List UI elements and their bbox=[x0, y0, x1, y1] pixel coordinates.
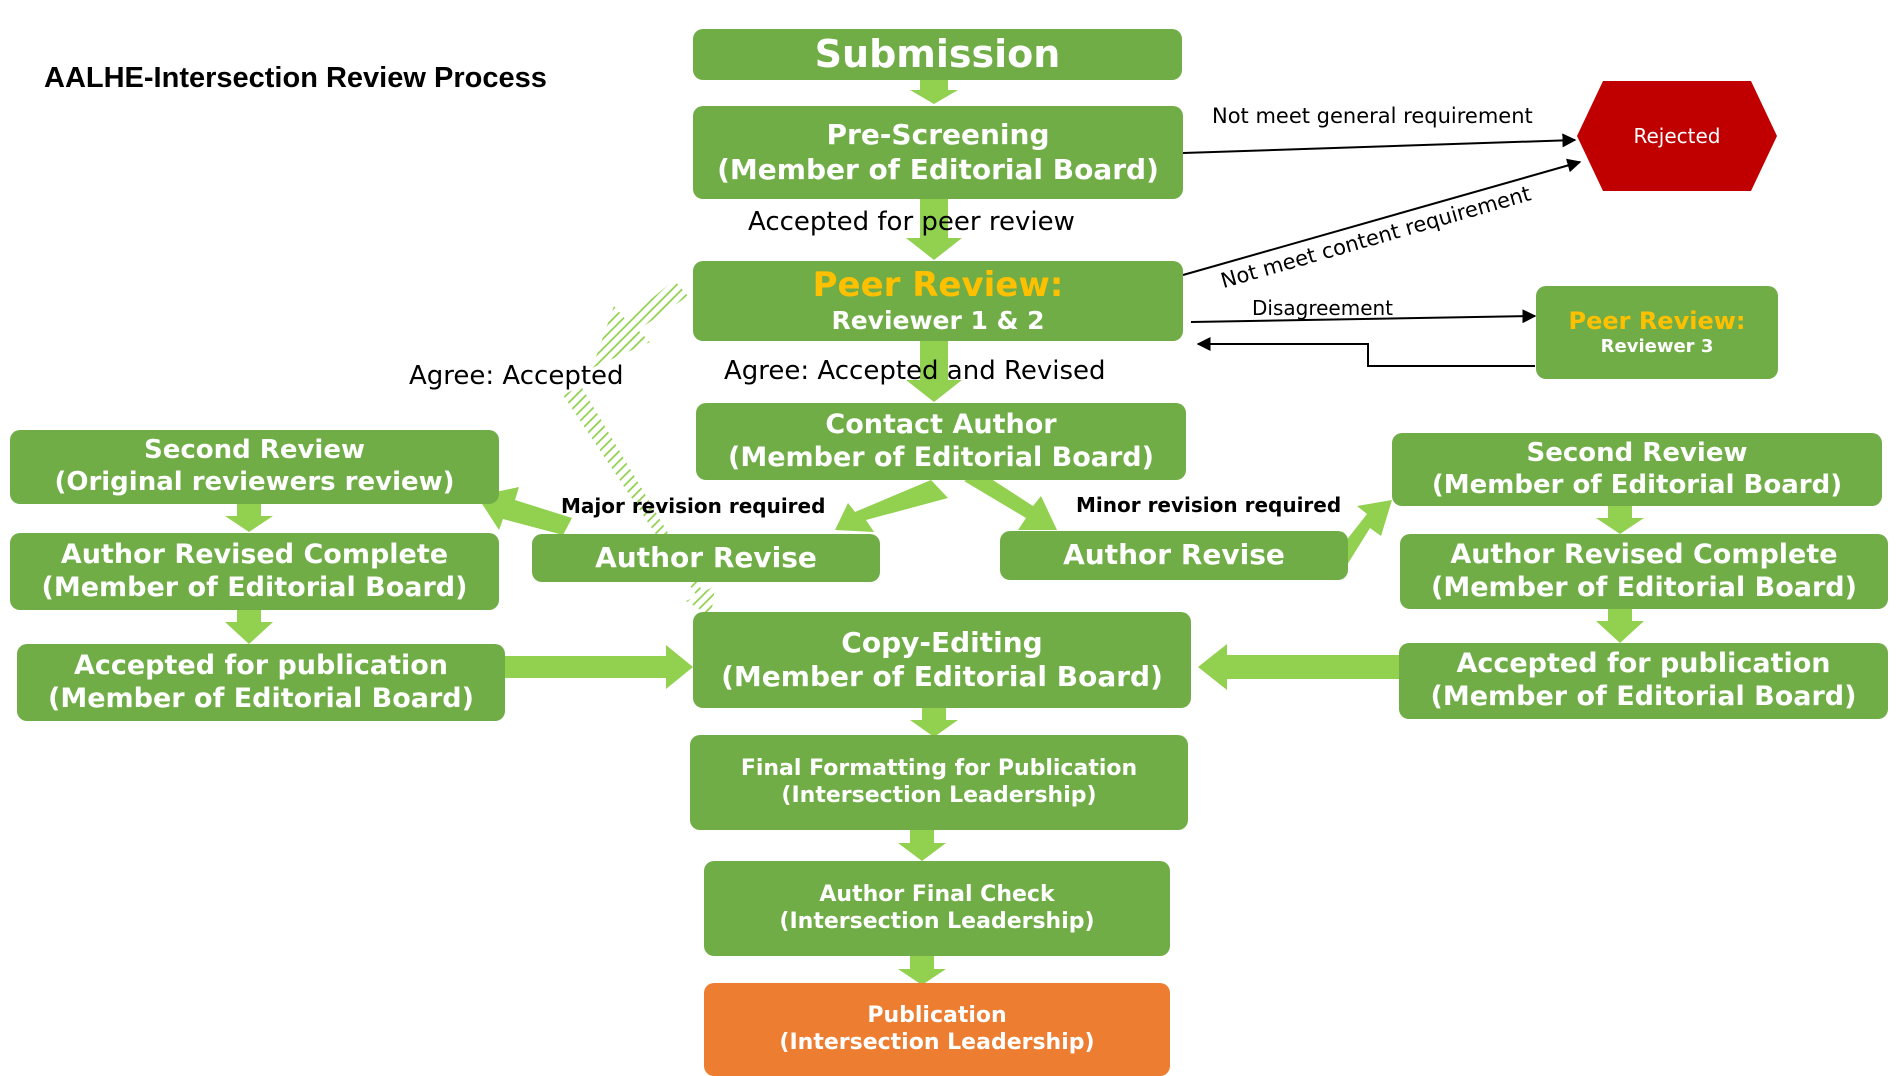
author-final-check-role: (Intersection Leadership) bbox=[779, 908, 1095, 934]
label-minor-revision: Minor revision required bbox=[1076, 493, 1342, 517]
peer-review-3-reviewer: Reviewer 3 bbox=[1600, 336, 1714, 358]
revised-complete-right-role: (Member of Editorial Board) bbox=[1431, 571, 1857, 603]
copy-editing-role: (Member of Editorial Board) bbox=[721, 660, 1163, 693]
copy-editing-title: Copy-Editing bbox=[841, 625, 1043, 659]
arrow-revised-right-down bbox=[1596, 609, 1644, 643]
arrow-formatting-to-check bbox=[898, 830, 946, 861]
arrow-check-to-publication bbox=[898, 956, 946, 985]
revised-complete-right-title: Author Revised Complete bbox=[1450, 538, 1838, 570]
second-review-right-role: (Member of Editorial Board) bbox=[1431, 469, 1843, 500]
contact-author-role: (Member of Editorial Board) bbox=[728, 441, 1154, 473]
return-connector bbox=[1196, 337, 1535, 367]
arrow-submission-to-prescreen bbox=[910, 80, 958, 104]
diagram-title: AALHE-Intersection Review Process bbox=[44, 62, 547, 94]
rejected-hexagon bbox=[1577, 81, 1777, 191]
arrow-revised-left-down bbox=[225, 610, 273, 644]
arrow-second-right-down bbox=[1596, 506, 1644, 534]
author-revise-right-label: Author Revise bbox=[1063, 538, 1285, 572]
peer-review-3-title: Peer Review: bbox=[1568, 306, 1746, 335]
author-revise-left-label: Author Revise bbox=[595, 540, 817, 574]
prescreening-box: Pre-Screening (Member of Editorial Board… bbox=[693, 106, 1183, 199]
final-formatting-box: Final Formatting for Publication (Inters… bbox=[690, 735, 1188, 830]
publication-role: (Intersection Leadership) bbox=[779, 1029, 1095, 1055]
second-review-left-box: Second Review (Original reviewers review… bbox=[10, 430, 499, 504]
not-content-connector bbox=[1182, 158, 1582, 276]
revised-complete-left-box: Author Revised Complete (Member of Edito… bbox=[10, 533, 499, 610]
arrow-second-left-down bbox=[225, 504, 273, 532]
arrow-revise-left-to-second bbox=[477, 487, 572, 535]
label-not-general: Not meet general requirement bbox=[1212, 104, 1533, 128]
final-formatting-title: Final Formatting for Publication bbox=[740, 755, 1138, 781]
disagreement-connector bbox=[1190, 309, 1537, 324]
author-final-check-box: Author Final Check (Intersection Leaders… bbox=[704, 861, 1170, 956]
prescreening-title: Pre-Screening bbox=[826, 118, 1050, 152]
second-review-right-title: Second Review bbox=[1526, 437, 1748, 468]
final-formatting-role: (Intersection Leadership) bbox=[781, 782, 1097, 808]
label-major-revision: Major revision required bbox=[561, 494, 826, 518]
submission-label: Submission bbox=[814, 32, 1061, 77]
arrow-prescreen-to-peer bbox=[906, 199, 962, 260]
submission-box: Submission bbox=[693, 29, 1182, 80]
arrow-right-accepted-to-copyedit bbox=[1198, 644, 1399, 690]
revised-complete-left-role: (Member of Editorial Board) bbox=[41, 571, 468, 603]
arrow-left-accepted-to-copyedit bbox=[505, 645, 693, 689]
arrow-peer-to-contact bbox=[906, 341, 962, 402]
prescreening-role: (Member of Editorial Board) bbox=[717, 152, 1159, 186]
label-agree-accepted-revised: Agree: Accepted and Revised bbox=[724, 356, 1106, 386]
author-revise-right-box: Author Revise bbox=[1000, 531, 1348, 580]
peer-review-3-box: Peer Review: Reviewer 3 bbox=[1536, 286, 1778, 379]
peer-review-title: Peer Review: bbox=[812, 265, 1064, 306]
accepted-pub-left-role: (Member of Editorial Board) bbox=[48, 682, 474, 714]
accepted-pub-right-box: Accepted for publication (Member of Edit… bbox=[1399, 643, 1888, 719]
revised-complete-right-box: Author Revised Complete (Member of Edito… bbox=[1400, 534, 1888, 609]
not-general-connector bbox=[1182, 133, 1577, 154]
arrow-contact-to-revise-right bbox=[964, 473, 1057, 530]
peer-review-reviewers: Reviewer 1 & 2 bbox=[831, 306, 1045, 336]
accepted-pub-right-title: Accepted for publication bbox=[1456, 648, 1831, 680]
accepted-pub-left-title: Accepted for publication bbox=[73, 649, 449, 681]
copy-editing-box: Copy-Editing (Member of Editorial Board) bbox=[693, 612, 1191, 708]
label-agree-accepted: Agree: Accepted bbox=[409, 361, 624, 391]
accepted-pub-right-role: (Member of Editorial Board) bbox=[1430, 681, 1857, 712]
rejected-label: Rejected bbox=[1633, 124, 1721, 148]
arrow-contact-to-revise-left bbox=[835, 480, 948, 532]
hatched-arrow-peer-to-left bbox=[592, 280, 688, 368]
second-review-right-box: Second Review (Member of Editorial Board… bbox=[1392, 433, 1882, 506]
peer-review-box: Peer Review: Reviewer 1 & 2 bbox=[693, 261, 1183, 341]
publication-title: Publication bbox=[867, 1002, 1007, 1028]
author-revise-left-box: Author Revise bbox=[532, 534, 880, 582]
second-review-left-title: Second Review bbox=[144, 435, 365, 466]
contact-author-box: Contact Author (Member of Editorial Boar… bbox=[696, 403, 1186, 480]
publication-box: Publication (Intersection Leadership) bbox=[704, 983, 1170, 1076]
author-final-check-title: Author Final Check bbox=[819, 881, 1055, 907]
label-accepted-for-peer: Accepted for peer review bbox=[748, 207, 1075, 237]
contact-author-title: Contact Author bbox=[825, 408, 1057, 440]
revised-complete-left-title: Author Revised Complete bbox=[60, 538, 449, 570]
accepted-pub-left-box: Accepted for publication (Member of Edit… bbox=[17, 644, 505, 721]
second-review-left-role: (Original reviewers review) bbox=[54, 467, 455, 497]
arrow-copyedit-to-formatting bbox=[910, 708, 958, 737]
label-disagreement: Disagreement bbox=[1252, 296, 1394, 320]
